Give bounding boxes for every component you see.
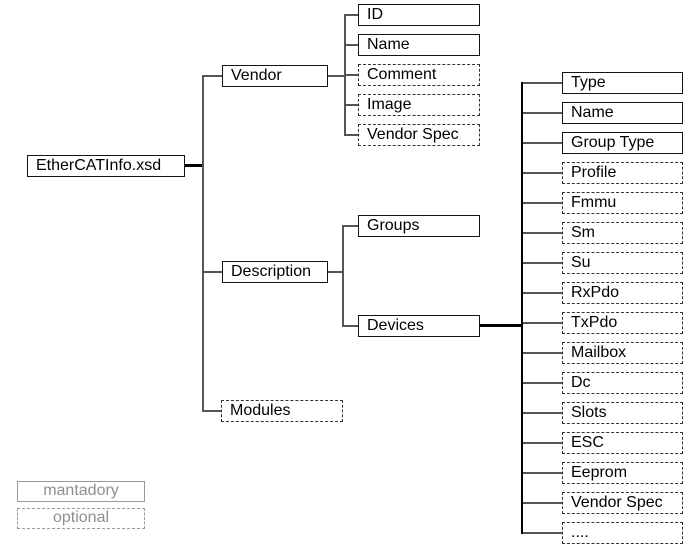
connector-description-out [328, 271, 343, 273]
connector-sm-stub [523, 232, 562, 234]
connector-fmmu-stub [523, 202, 562, 204]
connector-vendor-spec2-stub [523, 502, 562, 504]
node-image: Image [358, 94, 480, 116]
connector-type-stub [523, 82, 562, 84]
node-su: Su [562, 252, 683, 274]
connector-eeprom-stub [523, 472, 562, 474]
node-name: Name [358, 34, 480, 56]
connector-devices-trunk [521, 82, 523, 534]
node-dc: Dc [562, 372, 683, 394]
connector-dc-stub [523, 382, 562, 384]
connector-id-stub [344, 14, 358, 16]
connector-ellipsis-stub [523, 532, 562, 534]
connector-vendor-stub [202, 75, 222, 77]
connector-vendor-spec-stub [344, 134, 358, 136]
connector-description-trunk [342, 225, 344, 327]
connector-groups-stub [342, 225, 358, 227]
node-id: ID [358, 4, 480, 26]
node-description: Description [222, 261, 328, 283]
node-groups: Groups [358, 215, 480, 237]
node-device-name: Name [562, 102, 683, 124]
node-profile: Profile [562, 162, 683, 184]
connector-vendor-out [328, 75, 345, 77]
node-esc: ESC [562, 432, 683, 454]
node-devices: Devices [358, 315, 480, 337]
node-slots: Slots [562, 402, 683, 424]
node-vendor: Vendor [222, 65, 328, 87]
node-sm: Sm [562, 222, 683, 244]
node-group-type: Group Type [562, 132, 683, 154]
connector-mailbox-stub [523, 352, 562, 354]
node-fmmu: Fmmu [562, 192, 683, 214]
connector-level1-trunk [202, 75, 204, 412]
connector-name-stub [344, 44, 358, 46]
node-modules: Modules [221, 400, 343, 422]
connector-comment-stub [344, 74, 358, 76]
connector-slots-stub [523, 412, 562, 414]
connector-esc-stub [523, 442, 562, 444]
node-eeprom: Eeprom [562, 462, 683, 484]
node-mailbox: Mailbox [562, 342, 683, 364]
connector-txpdo-stub [523, 322, 562, 324]
connector-devices-stub [342, 325, 358, 327]
connector-modules-stub [202, 410, 221, 412]
connector-group-type-stub [523, 142, 562, 144]
connector-image-stub [344, 104, 358, 106]
connector-profile-stub [523, 172, 562, 174]
node-rxpdo: RxPdo [562, 282, 683, 304]
node-ethercatinfo-xsd: EtherCATInfo.xsd [27, 155, 185, 177]
connector-devices-out [480, 324, 523, 327]
connector-rxpdo-stub [523, 292, 562, 294]
node-vendor-spec: Vendor Spec [358, 124, 480, 146]
connector-description-stub [202, 271, 222, 273]
connector-name2-stub [523, 112, 562, 114]
connector-root-stub [185, 164, 204, 167]
connector-su-stub [523, 262, 562, 264]
node-txpdo: TxPdo [562, 312, 683, 334]
node-ellipsis: .... [562, 522, 683, 544]
node-type: Type [562, 72, 683, 94]
legend-optional: optional [17, 508, 145, 529]
legend-mandatory: mantadory [17, 481, 145, 502]
node-comment: Comment [358, 64, 480, 86]
node-vendor-spec-2: Vendor Spec [562, 492, 683, 514]
